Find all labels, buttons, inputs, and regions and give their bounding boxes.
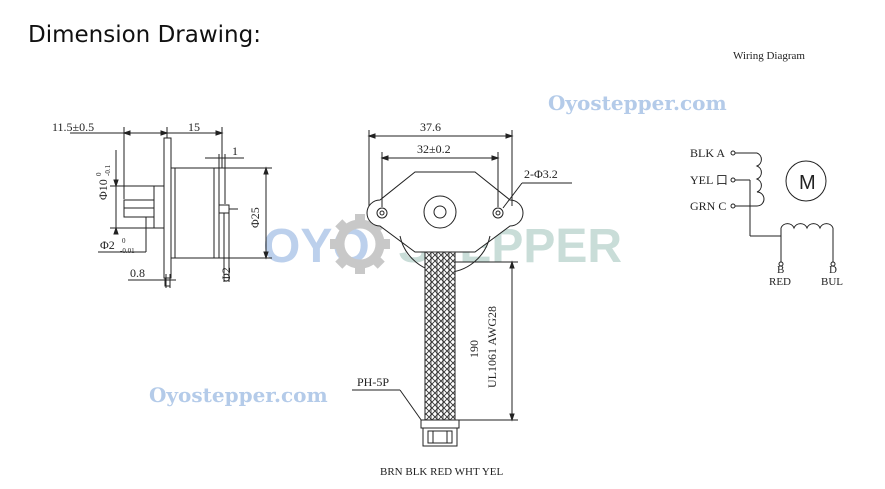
wiring-schematic bbox=[730, 150, 836, 267]
terminal-d-color: BUL bbox=[821, 276, 843, 288]
dim-phi25: Φ25 bbox=[248, 207, 262, 228]
dim-phi10: Φ10 bbox=[96, 179, 110, 200]
front-view bbox=[352, 130, 572, 425]
dim-1: 1 bbox=[232, 144, 238, 158]
wiring-diagram-title: Wiring Diagram bbox=[733, 50, 805, 62]
dim-32: 32±0.2 bbox=[417, 142, 451, 156]
dim-phi2-bottom: Φ2 bbox=[219, 267, 233, 282]
dim-phi10-tol-upper: 0 bbox=[95, 172, 103, 176]
dim-37-6: 37.6 bbox=[420, 120, 441, 134]
connector-label: PH-5P bbox=[357, 375, 389, 389]
side-view bbox=[70, 127, 272, 288]
dim-0-8: 0.8 bbox=[130, 266, 145, 280]
terminal-d: D bbox=[829, 264, 837, 276]
watermark-bottom: Oyostepper.com bbox=[149, 383, 328, 407]
dim-11-5: 11.5±0.5 bbox=[52, 120, 94, 134]
motor-label: M bbox=[799, 172, 816, 194]
wire-yel: YEL 口 bbox=[690, 173, 728, 187]
ph-5p-connector bbox=[420, 419, 460, 447]
dim-phi2-tol-upper: 0 bbox=[122, 237, 126, 245]
dim-15: 15 bbox=[188, 120, 200, 134]
terminal-b: B bbox=[777, 264, 784, 276]
dim-190: 190 bbox=[467, 340, 481, 358]
page-title: Dimension Drawing: bbox=[28, 22, 261, 48]
dim-phi2-shaft: Φ2 bbox=[100, 238, 115, 252]
watermark-top: Oyostepper.com bbox=[548, 91, 727, 115]
wire-grn-c: GRN C bbox=[690, 199, 726, 213]
dim-phi10-tol-lower: -0.1 bbox=[104, 164, 112, 176]
dim-holes: 2-Φ3.2 bbox=[524, 167, 558, 181]
dim-phi2-tol-lower: -0.01 bbox=[120, 247, 135, 255]
wire-blk-a: BLK A bbox=[690, 146, 725, 160]
cable-bundle bbox=[424, 251, 456, 421]
terminal-b-color: RED bbox=[769, 276, 791, 288]
cable-spec: UL1061 AWG28 bbox=[485, 306, 499, 388]
wire-colors: BRN BLK RED WHT YEL bbox=[380, 466, 504, 478]
